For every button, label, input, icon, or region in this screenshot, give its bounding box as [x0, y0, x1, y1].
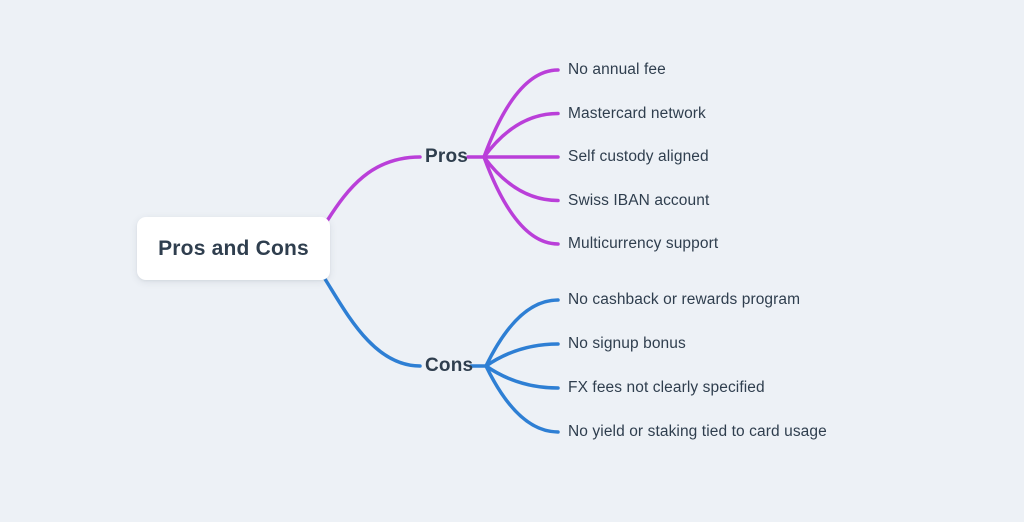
pros-item-4: Multicurrency support [568, 235, 719, 252]
edge-cons-item-2 [484, 364, 560, 390]
pros-item-0: No annual fee [568, 61, 666, 78]
cons-item-0: No cashback or rewards program [568, 291, 801, 308]
edge-pros-item-1 [482, 111, 560, 159]
pros-item-3: Swiss IBAN account [568, 191, 710, 209]
edge-pros-item-3 [482, 155, 560, 203]
edge-root-to-pros [325, 155, 422, 223]
edge-cons-item-3 [484, 364, 560, 434]
cons-item-1: No signup bonus [568, 335, 686, 352]
pros-item-2: Self custody aligned [568, 148, 709, 165]
root-node: Pros and Cons [137, 217, 330, 280]
cons-edges [323, 277, 560, 434]
branch-label-cons: Cons [425, 355, 474, 376]
edge-pros-item-0 [482, 68, 560, 159]
root-node-label: Pros and Cons [158, 236, 309, 260]
cons-item-3: No yield or staking tied to card usage [568, 423, 827, 440]
pros-edges [325, 68, 560, 246]
edge-root-to-cons [323, 277, 422, 368]
edge-pros-item-4 [482, 155, 560, 246]
cons-item-2: FX fees not clearly specified [568, 379, 765, 396]
edge-cons-item-0 [484, 298, 560, 368]
pros-item-1: Mastercard network [568, 104, 706, 122]
branch-label-pros: Pros [425, 146, 469, 167]
edge-cons-item-1 [484, 342, 560, 368]
